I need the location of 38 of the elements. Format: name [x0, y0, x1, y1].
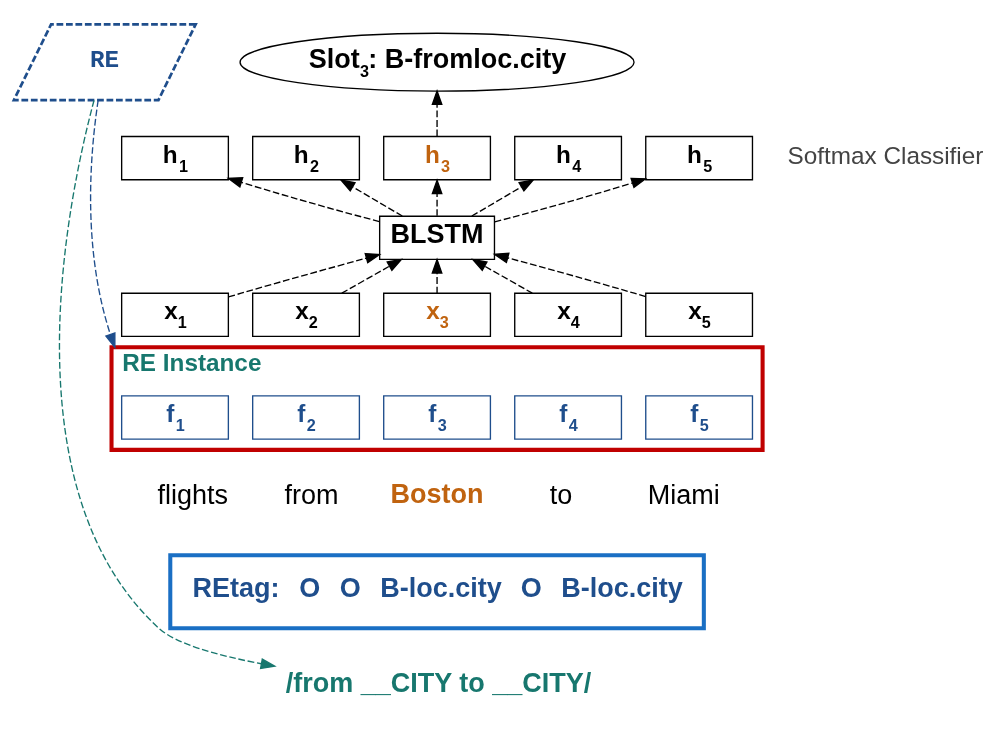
- arrow: [341, 258, 404, 294]
- arrow: [492, 252, 647, 298]
- node-box: f$_{3}$: [383, 395, 492, 440]
- label: flights: [157, 479, 228, 510]
- arrow: [471, 258, 533, 294]
- arrow: [89, 99, 116, 350]
- node-box: REtag: O O B-loc.city O B-loc.city: [168, 553, 706, 631]
- arrow: [339, 178, 403, 217]
- arrow: [431, 257, 443, 294]
- arrow: [471, 178, 535, 217]
- node-box: x$_{2}$: [252, 292, 361, 338]
- node-box: h$_{3}$: [383, 135, 492, 181]
- node-box: f$_{2}$: [252, 395, 361, 440]
- node-box: f$_{1}$: [121, 395, 230, 440]
- node-box: h$_{2}$: [252, 135, 361, 181]
- node-box: x$_{4}$: [514, 292, 623, 338]
- arrow: [226, 177, 381, 223]
- arrow: [494, 177, 648, 223]
- node-box: f$_{5}$: [645, 395, 754, 440]
- node-box: x$_{3}$: [383, 292, 492, 338]
- node-box: x$_{1}$: [121, 292, 230, 338]
- node-box: f$_{4}$: [514, 395, 623, 440]
- node-box: h$_{1}$: [121, 135, 230, 181]
- label: from: [284, 479, 339, 510]
- node-text: /from __CITY to __CITY/: [285, 667, 592, 698]
- node-ellipse: Slot$_{3}$: B-fromloc.city: [239, 32, 635, 92]
- node-box: x$_{5}$: [645, 292, 754, 338]
- arrow: [227, 252, 382, 298]
- label: Boston: [390, 478, 484, 509]
- label: to: [549, 479, 573, 510]
- label: Softmax Classifier: [787, 142, 984, 170]
- arrow: [431, 88, 443, 137]
- node-box: BLSTM: [378, 215, 496, 261]
- arrow: [431, 178, 443, 217]
- label: Miami: [647, 479, 720, 510]
- node-box: h$_{5}$: [645, 135, 754, 181]
- arrow: [58, 99, 277, 670]
- node-box: h$_{4}$: [514, 135, 623, 181]
